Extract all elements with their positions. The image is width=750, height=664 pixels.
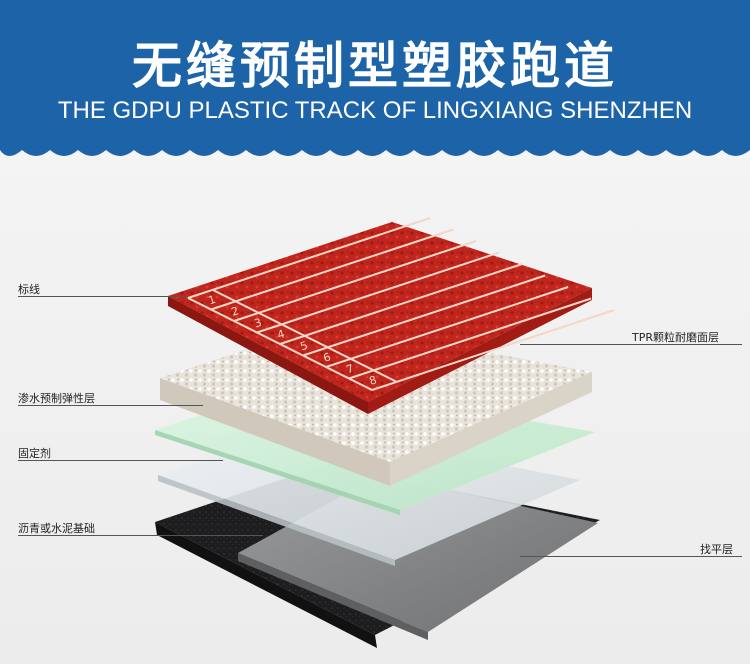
lane-number: 2 [230,304,241,319]
lane-line [256,251,500,334]
page-subtitle: THE GDPU PLASTIC TRACK OF LINGXIANG SHEN… [57,97,693,124]
lane-line [371,309,615,391]
lane-number: 7 [345,362,356,377]
lane-line [325,286,569,368]
label-base: 沥青或水泥基础 [18,522,95,535]
base-leader [18,535,263,536]
lane-line [210,228,454,311]
header-banner [0,0,750,156]
lane-line [279,263,523,345]
marking-leader [18,296,188,297]
adhesive-leader [18,460,223,461]
lane-line [233,240,477,322]
lane-number: 3 [253,316,264,331]
lane-lines [187,217,615,391]
label-leveling: 找平层 [700,543,733,556]
lane-number: 4 [276,327,287,342]
elastic-leader [18,405,203,406]
label-adhesive: 固定剂 [18,447,51,460]
lane-line [302,274,546,357]
lane-number: 1 [207,293,218,308]
tpr-leader [520,344,742,345]
banner-background [0,0,750,156]
label-marking: 标线 [18,283,40,296]
start-line [187,297,373,391]
label-tpr: TPR颗粒耐磨面层 [632,331,719,344]
lane-number: 5 [299,339,310,354]
lane-line [187,217,431,299]
leveling-leader [520,556,742,557]
lane-number: 6 [322,350,333,365]
page-title: 无缝预制型塑胶跑道 [132,37,618,95]
label-elastic: 渗水预制弹性层 [18,392,95,405]
lane-line [348,297,592,380]
lane-number: 8 [368,373,379,388]
start-line [212,288,398,383]
